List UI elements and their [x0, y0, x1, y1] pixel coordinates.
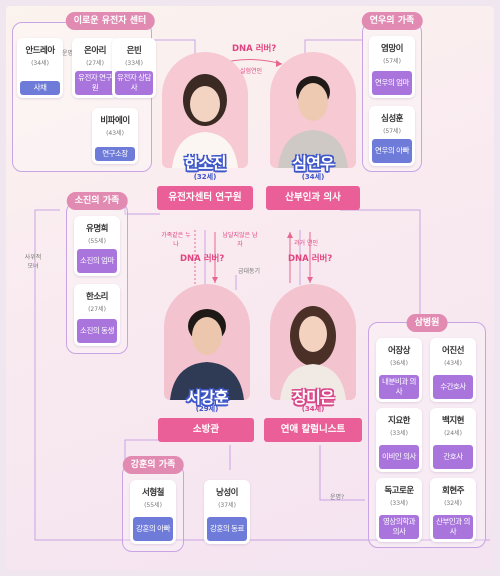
portrait-yeonwoo [270, 52, 356, 168]
card-eojinseon: 어진선 (43세) 수간호사 [430, 338, 476, 402]
rel-colleague: 금대동기 [238, 268, 261, 275]
group-title-sojin-family: 소진의 가족 [66, 192, 128, 210]
card-yeomyanggi: 염망이 (57세) 연우의 엄마 [369, 36, 415, 98]
card-nangseongi: 낭성이 (37세) 강훈의 동료 [204, 480, 250, 544]
rel-fate-bottom: 운명? [330, 494, 345, 501]
rel-dna-left: DNA 러버? [180, 254, 225, 264]
age-sojin: (32세) [193, 173, 217, 181]
card-hansori: 한소리 (27세) 소진의 동생 [74, 284, 120, 346]
age-mieun: (34세) [301, 405, 325, 413]
portrait-sojin-art [162, 52, 248, 168]
rel-experiment: 실험연인 [240, 68, 263, 75]
role-yeonwoo: 산부인과 의사 [266, 186, 360, 210]
role-ganghoon: 소방관 [158, 418, 254, 442]
card-seohyeongcheol: 서형철 (55세) 강훈의 아빠 [130, 480, 176, 544]
rel-past-lover: 과거 연인 [294, 240, 318, 247]
portrait-sojin [162, 52, 248, 168]
card-eojangsang: 어장상 (36세) 내분비과 의사 [376, 338, 422, 402]
name-mieun: 장미은 [292, 388, 334, 407]
card-simseonghoon: 심성훈 (57세) 연우의 아빠 [369, 106, 415, 166]
card-yumyeonghui: 유명희 (55세) 소진의 엄마 [74, 216, 120, 276]
group-title-ganghoon-family: 강훈의 가족 [122, 456, 184, 474]
name-sojin: 한소진 [184, 154, 226, 173]
portrait-mieun [270, 284, 356, 400]
group-title-genetics-center: 이로운 유전자 센터 [65, 12, 155, 30]
rel-andrea-onari: 운명? [62, 50, 77, 57]
card-onari: 온아리 (27세) 유전자 연구원 [72, 38, 118, 98]
portrait-ganghoon-art [164, 284, 250, 400]
card-jiyohan: 지요한 (33세) 이비인 의사 [376, 408, 422, 472]
portrait-ganghoon [164, 284, 250, 400]
name-ganghoon: 서강훈 [186, 388, 228, 407]
age-ganghoon: (29세) [195, 405, 219, 413]
role-mieun: 연애 칼럼니스트 [264, 418, 362, 442]
card-andrea: 안드레아 (34세) 사채 [17, 38, 63, 98]
card-hoehyeonju: 회현주 (32세) 산부인과 의사 [430, 478, 476, 542]
rel-related: 사위적 모녀 [24, 254, 42, 270]
portrait-mieun-art [270, 284, 356, 400]
rel-dna-top: DNA 러버? [232, 44, 277, 54]
rel-dna-right: DNA 러버? [288, 254, 333, 264]
card-baekjihyeon: 백지현 (24세) 간호사 [430, 408, 476, 472]
group-title-hospital: 삼병원 [406, 314, 448, 332]
portrait-yeonwoo-art [270, 52, 356, 168]
rel-sojin-ganghoon-a: 가족같은 누나 [161, 232, 191, 248]
card-biphaei: 비파에이 (43세) 연구소장 [92, 108, 138, 164]
card-eunbin: 은빈 (33세) 유전자 상담사 [112, 38, 156, 98]
role-sojin: 유전자센터 연구원 [157, 186, 253, 210]
name-yeonwoo: 심연우 [292, 154, 334, 173]
rel-sojin-ganghoon-b: 남달지않은 남자 [222, 232, 258, 248]
group-title-yeonwoo-family: 연우의 가족 [361, 12, 423, 30]
age-yeonwoo: (34세) [301, 173, 325, 181]
card-dokgoroun: 독고로운 (33세) 영상의학과 의사 [376, 478, 422, 542]
